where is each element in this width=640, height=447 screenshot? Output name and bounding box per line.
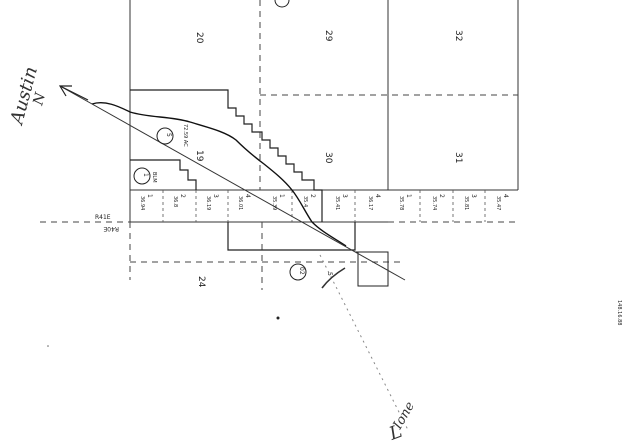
lot-2-number: 2 — [179, 194, 186, 198]
stray-dot — [276, 316, 280, 320]
parcel-1-owner: BLM — [151, 172, 157, 183]
lot-3-number: 3 — [212, 194, 219, 198]
section-31: 31 — [453, 152, 463, 163]
parcel-5-boundary — [130, 89, 323, 222]
lot-6-area: 35.4 — [302, 196, 308, 207]
range-right: R40E — [103, 225, 119, 232]
lot-5-area: 35.39 — [271, 196, 277, 210]
section-32: 32 — [453, 30, 463, 41]
lot-labels: 1 36.94 2 36.8 3 36.19 4 36.01 1 35.39 2… — [139, 194, 509, 210]
lot-2-area: 36.8 — [172, 196, 178, 207]
river-boundary — [91, 102, 347, 247]
lot-5-number: 1 — [278, 194, 285, 198]
parcel-1-boundary — [130, 159, 197, 190]
margin-note: 148.16.88 — [616, 300, 622, 325]
lot-7-number: 3 — [341, 194, 348, 198]
parcel-5-number: 5 — [165, 133, 172, 137]
top-circle-icon — [274, 0, 290, 8]
lot-3-area: 36.19 — [205, 196, 211, 210]
section-20: 20 — [194, 32, 204, 44]
parcel-labels: 5 72.59 AC 1 BLM 02 5 — [142, 124, 333, 276]
lot-11-area: 35.81 — [463, 196, 469, 210]
section-24: 24 — [196, 276, 206, 288]
parcel-1-number: 1 — [142, 173, 149, 177]
section-19: 19 — [194, 150, 204, 162]
lot-12-area: 35.47 — [495, 196, 501, 210]
parcel-1-circle-icon — [133, 167, 151, 185]
dashed-lines — [40, 0, 518, 290]
stray-dot-2 — [47, 345, 49, 347]
north-arrow-icon — [58, 85, 89, 101]
lot-7-area: 35.41 — [334, 196, 340, 210]
parcel-02-circle-icon — [289, 263, 307, 281]
austin-n-mark: N — [30, 90, 49, 108]
parcel-5-area: 72.59 AC — [182, 124, 188, 147]
parcel-02-sub: 5 — [326, 272, 333, 276]
lot-4-area: 36.01 — [237, 196, 243, 210]
parcel-02-boundary — [227, 222, 356, 251]
road-line — [59, 85, 409, 431]
parcel-02-number: 02 — [298, 267, 305, 275]
lot-8-area: 36.17 — [367, 196, 373, 210]
lot-6-number: 2 — [309, 194, 316, 198]
parcel-5-circle-icon — [156, 127, 174, 145]
lot-9-area: 35.78 — [398, 196, 404, 210]
parcel-02-extension — [355, 251, 389, 287]
lot-12-number: 4 — [502, 194, 509, 198]
lot-1-area: 36.94 — [139, 196, 145, 210]
section-30: 30 — [323, 152, 333, 164]
lot-9-number: 1 — [405, 194, 412, 198]
lot-8-number: 4 — [374, 194, 381, 198]
section-29: 29 — [323, 30, 333, 42]
lot-1-number: 1 — [146, 194, 153, 198]
lot-10-area: 35.74 — [431, 196, 437, 210]
lot-10-number: 2 — [438, 194, 445, 198]
range-left: R41E — [95, 214, 111, 221]
lot-4-number: 4 — [244, 194, 251, 198]
section-labels: 20 29 32 19 30 31 24 — [194, 30, 463, 288]
lot-11-number: 3 — [470, 194, 477, 198]
